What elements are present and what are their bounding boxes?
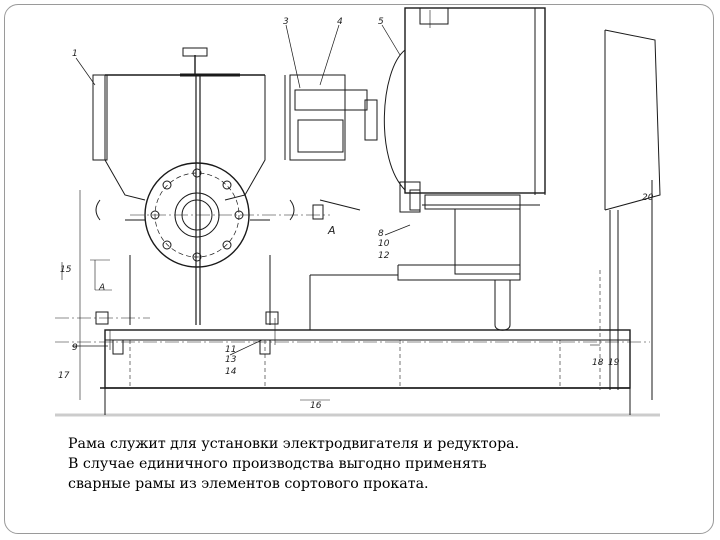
- callout-18: 18: [592, 358, 604, 368]
- part-callouts: 1 3 4 5 A A 8 9 10 11 12 13 14 15 16 17 …: [58, 17, 654, 411]
- bolts: [95, 189, 421, 355]
- callout-13: 13: [225, 355, 237, 365]
- callout-17: 17: [58, 371, 70, 381]
- callout-a-section: A: [327, 224, 336, 237]
- callout-11: 11: [225, 345, 236, 355]
- callout-10: 10: [378, 239, 390, 249]
- leader-lines: [72, 24, 411, 356]
- base-frame: [55, 329, 660, 417]
- dimension-lines: [55, 10, 600, 401]
- callout-20: 20: [642, 193, 654, 203]
- callout-9: 9: [72, 343, 78, 353]
- flange: [130, 162, 330, 268]
- caption-line-2: В случае единичного производства выгодно…: [68, 456, 487, 472]
- callout-1: 1: [72, 49, 78, 59]
- callout-16: 16: [310, 401, 322, 411]
- caption-line-3: сварные рамы из элементов сортового прок…: [68, 476, 429, 492]
- side-view: [534, 8, 661, 400]
- callout-15: 15: [60, 265, 72, 275]
- electric-motor: [309, 7, 546, 331]
- slide-frame: [4, 4, 714, 534]
- caption: Рама служит для установки электродвигате…: [68, 434, 668, 494]
- callout-5: 5: [378, 17, 384, 27]
- callout-19: 19: [608, 358, 620, 368]
- gearbox-housing: [92, 47, 295, 325]
- callout-8: 8: [378, 229, 384, 239]
- callout-14: 14: [225, 367, 237, 377]
- coupling: [284, 74, 378, 211]
- callout-12: 12: [378, 251, 390, 261]
- callout-3: 3: [283, 17, 289, 27]
- callout-4: 4: [337, 17, 343, 27]
- callout-a-detail: A: [98, 283, 105, 293]
- caption-line-1: Рама служит для установки электродвигате…: [68, 436, 520, 452]
